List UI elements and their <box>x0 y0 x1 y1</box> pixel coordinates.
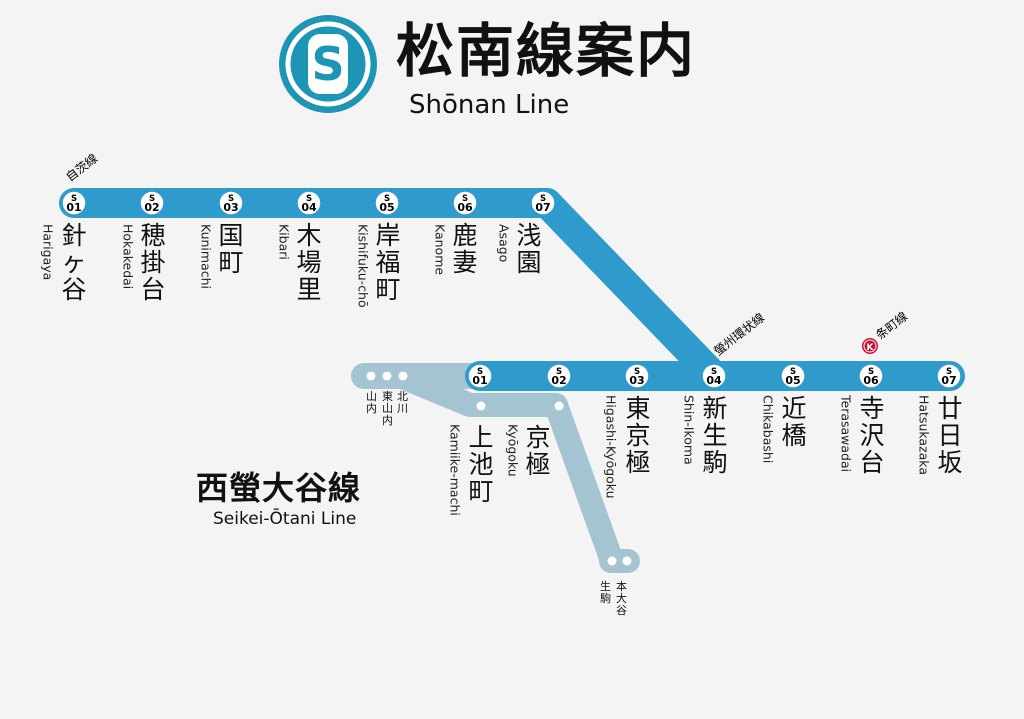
badge-prefix: S <box>790 367 796 377</box>
station-romaji: Kamiike-machi <box>447 424 463 516</box>
badge-number: 07 <box>941 374 956 387</box>
badge-prefix: S <box>868 367 874 377</box>
station-name: 針ヶ谷 <box>61 221 87 304</box>
station-badge: S 03 <box>218 190 244 216</box>
station-romaji: Chikabashi <box>760 395 776 464</box>
station-name: 廿日坂 <box>937 394 963 477</box>
station-name: 鹿妻 <box>452 221 478 277</box>
seikei-line-name-en: Seikei-Ōtani Line <box>213 509 357 529</box>
station-romaji: Shin-Ikoma <box>681 395 697 465</box>
station-romaji: Kunimachi <box>198 224 214 289</box>
station-badge: S 05 <box>780 363 806 389</box>
station-name: 東京極 <box>625 394 651 477</box>
station-romaji: Asago <box>496 224 512 263</box>
station-badge: S 07 <box>936 363 962 389</box>
badge-prefix: S <box>946 367 952 377</box>
transfer-label-keishu: 螢州環状線 <box>711 310 768 359</box>
station-badge: S 03 <box>624 363 650 389</box>
station-badge: S 01 <box>467 363 493 389</box>
transfer-label-jomachi: 条町線 <box>873 308 911 342</box>
station-romaji: Kanome <box>432 224 448 276</box>
station-romaji: Hatsukazaka <box>916 395 932 475</box>
badge-prefix: S <box>477 367 483 377</box>
station-romaji: Terasawadai <box>838 395 854 473</box>
station-name: 寺沢台 <box>859 394 885 477</box>
badge-number: 02 <box>144 201 159 214</box>
station-badge: S 02 <box>139 190 165 216</box>
station-badge: S 01 <box>61 190 87 216</box>
station-name: 岸福町 <box>375 221 401 304</box>
badge-number: 03 <box>223 201 238 214</box>
station-badge: S 04 <box>701 363 727 389</box>
badge-prefix: S <box>634 367 640 377</box>
seikei-station-dot <box>607 556 617 566</box>
seikei-station-name: 北川 <box>397 390 408 415</box>
station-badge: S 02 <box>546 363 572 389</box>
badge-number: 05 <box>379 201 394 214</box>
page-title: 松南線案内 <box>396 17 697 85</box>
station-name: 浅園 <box>516 221 542 277</box>
station-name: 国町 <box>218 221 244 277</box>
logo-letter: S <box>311 37 344 91</box>
badge-prefix: S <box>540 194 546 204</box>
station-badge: S 05 <box>374 190 400 216</box>
station-romaji: Kyōgoku <box>505 424 521 477</box>
transfer-label-jikei: 自茨線 <box>63 150 101 184</box>
seikei-station-name: 本大谷 <box>616 580 627 617</box>
station-romaji: Hokakedai <box>120 224 136 290</box>
station-badge: S 06 <box>858 363 884 389</box>
badge-prefix: S <box>149 194 155 204</box>
seikei-line <box>351 363 640 573</box>
badge-number: 05 <box>785 374 800 387</box>
badge-prefix: S <box>71 194 77 204</box>
seikei-station-dot <box>382 371 392 381</box>
station-name: 近橋 <box>781 394 807 450</box>
station-name: 木場里 <box>296 221 322 304</box>
badge-number: 01 <box>472 374 487 387</box>
station-name: 上池町 <box>468 423 494 506</box>
lower-station-badges: S 01 S 02 S 03 S 04 S 05 S 06 S 07 <box>467 363 962 389</box>
seikei-station-dot <box>476 401 486 411</box>
station-badge: S 04 <box>296 190 322 216</box>
badge-prefix: S <box>384 194 390 204</box>
seikei-line-diagonal <box>388 364 624 573</box>
badge-prefix: S <box>711 367 717 377</box>
station-romaji: Kibari <box>276 224 292 260</box>
badge-number: 03 <box>629 374 644 387</box>
k-line-badge-icon: K <box>862 338 878 354</box>
badge-number: 06 <box>863 374 879 387</box>
shonan-logo-icon: S <box>279 15 377 113</box>
seikei-station-dot <box>622 556 632 566</box>
badge-prefix: S <box>228 194 234 204</box>
badge-number: 02 <box>551 374 566 387</box>
badge-prefix: S <box>556 367 562 377</box>
seikei-station-name: 山内 <box>366 390 377 415</box>
badge-prefix: S <box>462 194 468 204</box>
upper-station-badges: S 01 S 02 S 03 S 04 S 05 S 06 S 07 <box>61 190 556 216</box>
seikei-station-dot <box>398 371 408 381</box>
station-name: 新生駒 <box>702 394 728 477</box>
seikei-line-name: 西螢大谷線 <box>196 469 362 507</box>
station-romaji: Harigaya <box>40 224 56 281</box>
seikei-station-name: 東山内 <box>382 390 393 427</box>
page-subtitle: Shōnan Line <box>409 90 570 120</box>
k-badge-letter: K <box>867 343 875 353</box>
station-name: 穂掛台 <box>140 221 166 304</box>
badge-number: 06 <box>457 201 473 214</box>
seikei-station-dot <box>366 371 376 381</box>
station-romaji: Kishifuku-chō <box>355 224 371 308</box>
station-badge: S 06 <box>452 190 478 216</box>
badge-number: 01 <box>66 201 81 214</box>
station-romaji: Higashi-Kyōgoku <box>603 395 619 499</box>
station-badge: S 07 <box>530 190 556 216</box>
badge-number: 04 <box>706 374 722 387</box>
badge-prefix: S <box>306 194 312 204</box>
badge-number: 07 <box>535 201 550 214</box>
seikei-station-name: 生駒 <box>600 580 611 605</box>
seikei-station-dot <box>554 401 564 411</box>
badge-number: 04 <box>301 201 317 214</box>
station-name: 京極 <box>525 423 551 479</box>
